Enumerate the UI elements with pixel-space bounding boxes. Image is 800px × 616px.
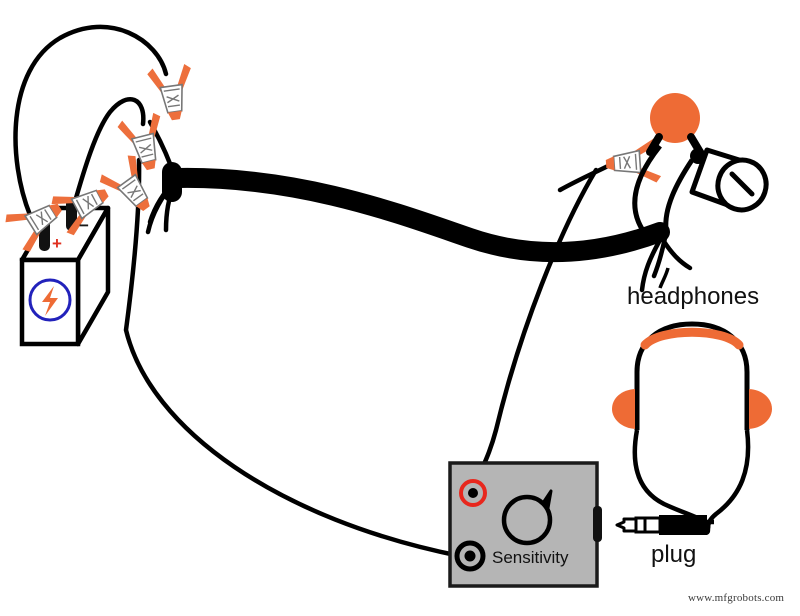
label-sensitivity: Sensitivity (492, 548, 569, 567)
input-jack-red[interactable] (459, 479, 487, 507)
battery-logo-icon (28, 278, 72, 322)
cylindrical-can (689, 147, 769, 213)
earcup-right (747, 389, 772, 429)
headphone-output-jack[interactable] (593, 506, 602, 542)
watermark: www.mfgrobots.com (688, 592, 785, 604)
label-battery-negative: − (79, 216, 89, 235)
headband-cushion (640, 327, 744, 350)
wire-inner-loop (71, 97, 146, 208)
wire-bundle-tail-3 (639, 237, 663, 293)
orange-disc (650, 93, 700, 143)
label-headphones: headphones (627, 283, 760, 310)
earcup-left (612, 389, 637, 429)
sensitivity-knob[interactable] (501, 489, 553, 546)
input-jack-black[interactable] (454, 540, 486, 572)
device-under-test (632, 93, 769, 234)
wire-battery-plus-loop (13, 24, 169, 218)
leader-line-headphones (658, 267, 670, 289)
label-battery-positive: + (52, 234, 62, 253)
wire-device-lead (557, 163, 611, 193)
wire-to-red-jack (470, 167, 599, 495)
label-plug: plug (651, 541, 697, 568)
headphones (612, 321, 772, 536)
wire-bundle-tail-2 (660, 237, 693, 271)
signal-tracer-panel (448, 461, 602, 588)
cable-bundle (162, 162, 670, 263)
trs-plug[interactable] (615, 515, 714, 535)
wire-to-black-jack (123, 157, 463, 559)
